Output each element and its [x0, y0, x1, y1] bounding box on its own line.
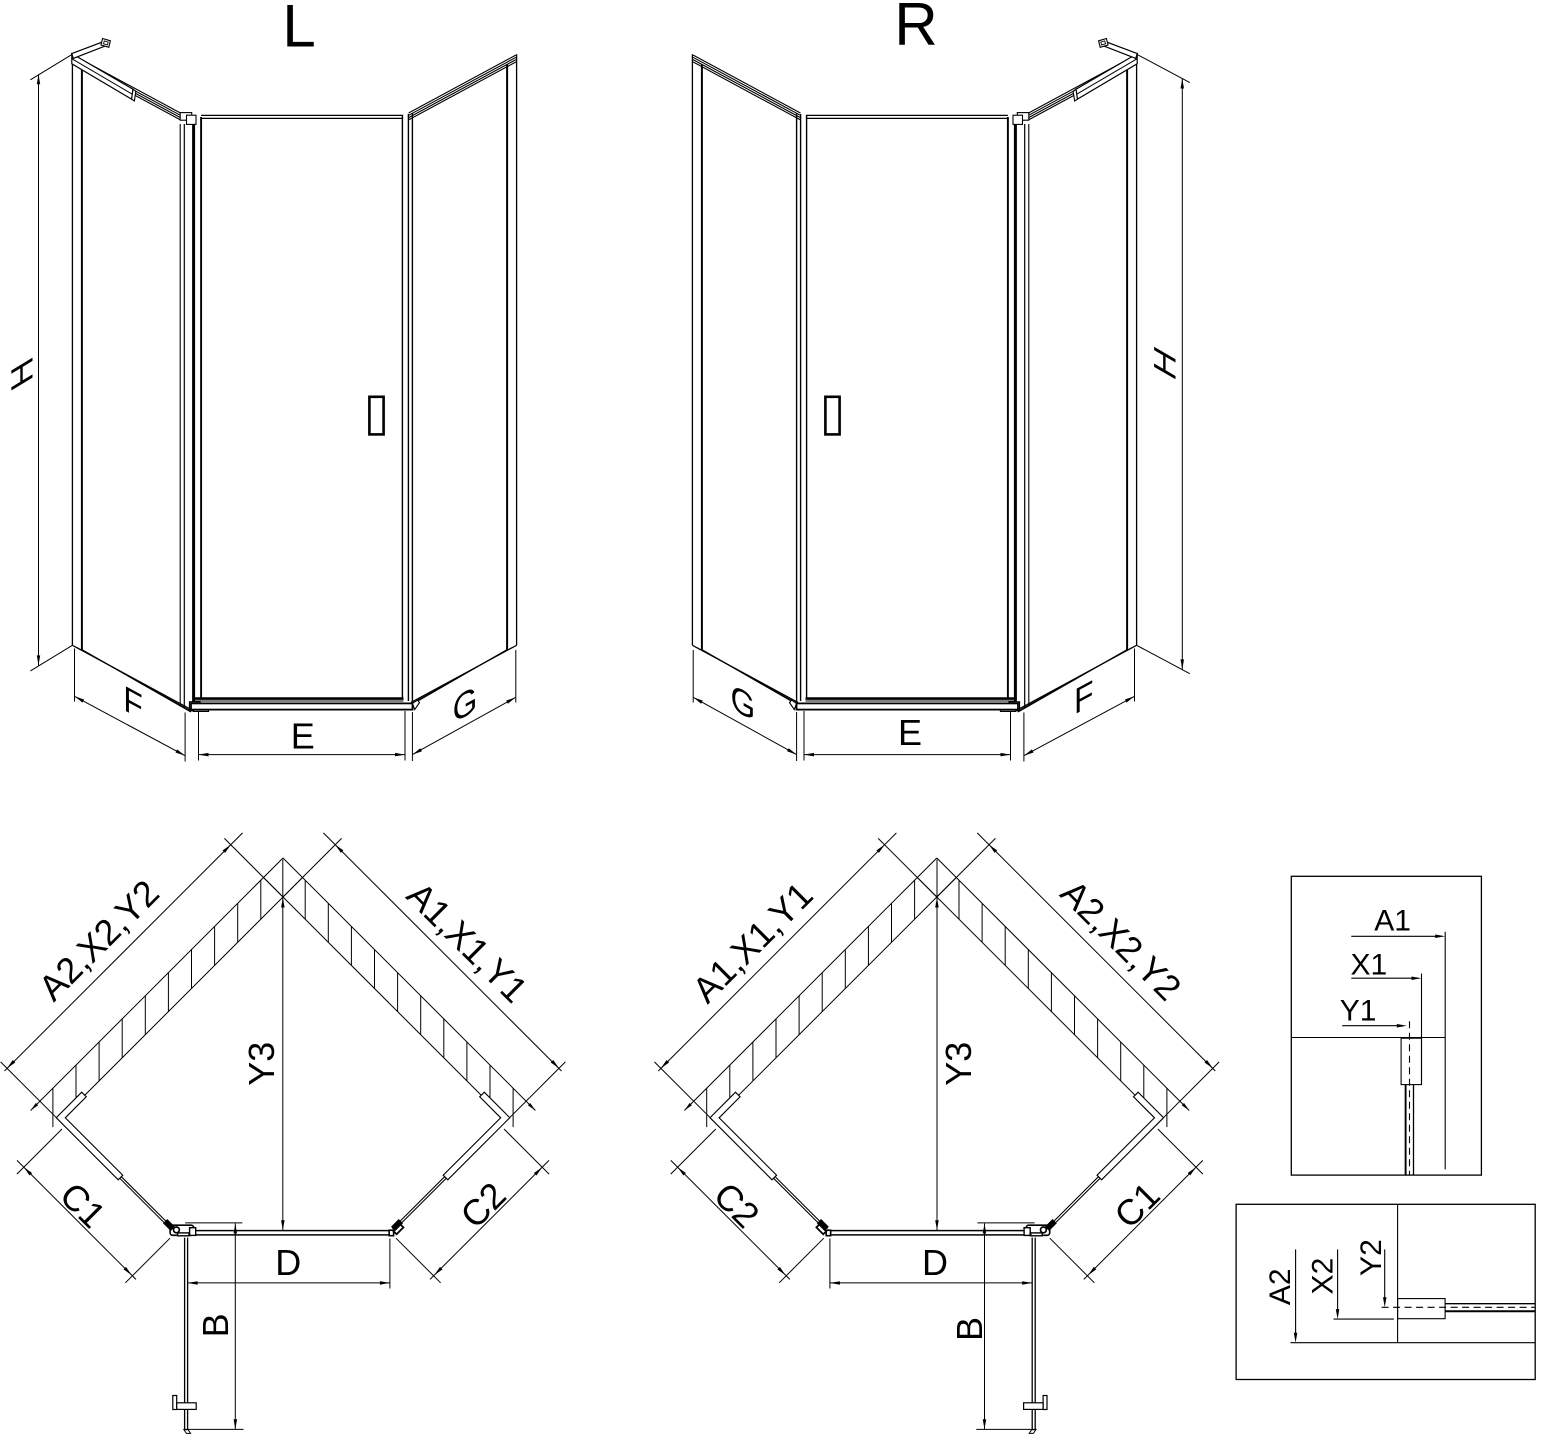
svg-text:R: R: [894, 0, 937, 58]
svg-text:F: F: [123, 677, 142, 728]
svg-text:E: E: [291, 716, 315, 757]
svg-text:X1: X1: [1350, 949, 1387, 982]
svg-text:E: E: [898, 712, 922, 753]
svg-text:A2: A2: [1264, 1268, 1297, 1305]
svg-text:D: D: [922, 1242, 948, 1283]
svg-text:Y3: Y3: [938, 1042, 979, 1086]
svg-text:L: L: [282, 0, 315, 60]
svg-text:D: D: [275, 1242, 301, 1283]
svg-text:Y2: Y2: [1355, 1239, 1388, 1276]
svg-text:B: B: [195, 1313, 236, 1337]
svg-text:Y1: Y1: [1340, 994, 1377, 1027]
svg-text:A1: A1: [1374, 904, 1411, 937]
svg-text:X2: X2: [1307, 1258, 1340, 1295]
svg-text:F: F: [1074, 671, 1093, 722]
svg-text:Y3: Y3: [241, 1042, 282, 1086]
svg-text:B: B: [949, 1317, 990, 1341]
